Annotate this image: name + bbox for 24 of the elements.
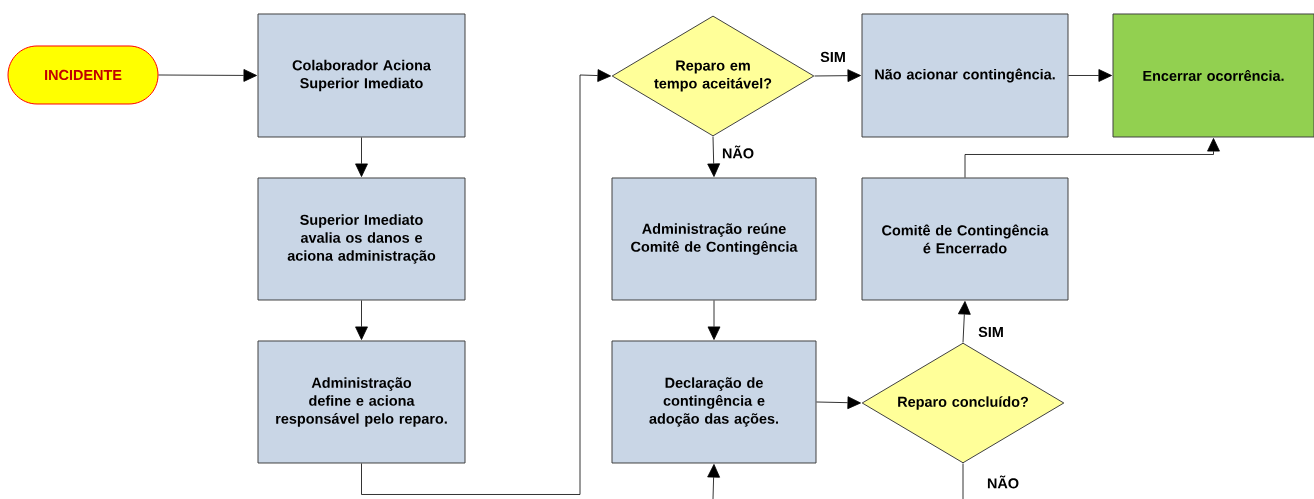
process-box: Comitê de Contingência é Encerrado bbox=[861, 177, 1069, 301]
arrow bbox=[361, 69, 611, 495]
process-box: Declaração de contingência e adoção das ações. bbox=[611, 340, 817, 464]
process-box: Colaborador Aciona Superior Imediato bbox=[257, 13, 466, 138]
process-box: Superior Imediato avalia os danos e aciona administração bbox=[257, 177, 466, 301]
process-box: Encerrar ocorrência. bbox=[1112, 13, 1314, 138]
process-box: Administração define e aciona responsável pelo reparo. bbox=[257, 340, 466, 464]
arrow bbox=[707, 300, 721, 340]
edge-label: SIM bbox=[819, 50, 847, 64]
edge-label: NÃO bbox=[720, 144, 756, 160]
process-box: Não acionar contingência. bbox=[861, 13, 1069, 138]
edge-label: SIM bbox=[977, 325, 1005, 339]
arrow bbox=[816, 396, 861, 410]
process-box: Administração reúne Comitê de Contingência bbox=[611, 177, 817, 301]
arrow bbox=[707, 464, 720, 499]
arrow bbox=[158, 69, 257, 82]
edge-label: NÃO bbox=[985, 474, 1021, 490]
arrow bbox=[355, 137, 368, 177]
arrow bbox=[707, 136, 721, 177]
arrow bbox=[1068, 69, 1112, 82]
arrow bbox=[814, 69, 861, 82]
arrow bbox=[355, 300, 368, 340]
arrow bbox=[958, 301, 971, 343]
arrow bbox=[964, 138, 1220, 178]
